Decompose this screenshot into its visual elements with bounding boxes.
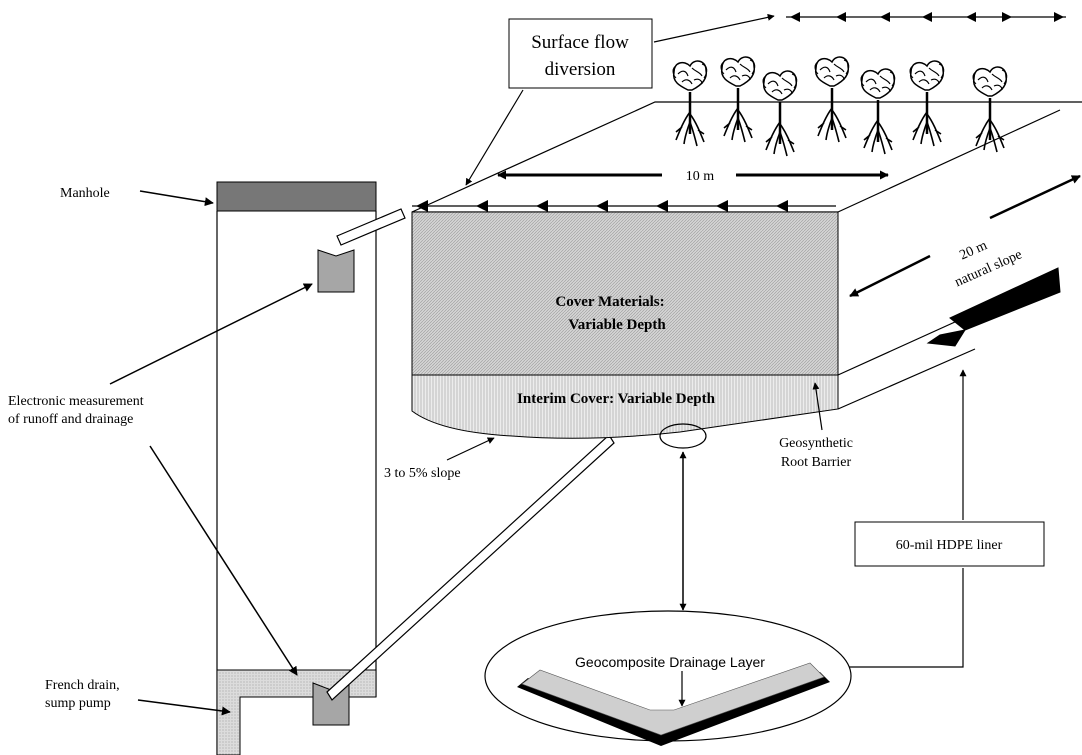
cover-materials-label-1: Cover Materials: (555, 294, 664, 310)
hdpe-label-box (854, 521, 1045, 567)
liner-detail (517, 672, 830, 746)
cover-materials-label-2: Variable Depth (568, 317, 666, 333)
french-drain-pad (216, 669, 377, 755)
drainage-pipe (326, 434, 615, 701)
interim-cover-layer (411, 374, 839, 439)
manhole-label: Manhole (60, 186, 110, 201)
electronic-leader-up (109, 283, 313, 385)
geosynthetic-label-2: Root Barrier (781, 455, 852, 470)
ten-m-label: 10 m (686, 169, 715, 184)
surface-flow-leader-top (653, 13, 775, 43)
runoff-bucket (317, 249, 355, 293)
surface-runoff-pipe (336, 208, 406, 246)
slope-label: 3 to 5% slope (384, 466, 461, 481)
french-drain-leader (137, 699, 231, 716)
twenty-m-label: 20 m (958, 238, 990, 263)
cell-side-face (837, 109, 1061, 410)
hdpe-label: 60-mil HDPE liner (896, 538, 1003, 553)
manhole-cap (216, 181, 377, 212)
manhole-leader (139, 190, 214, 207)
geocomposite-label: Geocomposite Drainage Layer (575, 654, 765, 670)
geosynthetic-label-1: Geosynthetic (779, 436, 853, 451)
cover-materials-layer (411, 211, 839, 376)
surface-flow-box (508, 18, 653, 89)
surface-flow-label-1: Surface flow (531, 32, 629, 53)
slope-leader (446, 437, 495, 461)
electronic-leader-down (149, 445, 298, 676)
vegetation-plants (671, 55, 1009, 158)
twenty-m-arrow-up (989, 174, 1081, 220)
geosynthetic-leader (812, 382, 823, 431)
surface-flow-arrows-front (412, 200, 836, 212)
twenty-m-arrow-down (849, 254, 931, 298)
french-drain-label-1: French drain, (45, 678, 120, 693)
electronic-label-2: of runoff and drainage (8, 412, 133, 427)
french-drain-label-2: sump pump (45, 696, 111, 711)
geocomposite-detail (521, 662, 825, 736)
surface-flow-arrows-top (786, 12, 1066, 22)
hdpe-liner-side (926, 267, 1061, 347)
cell-top-surface (411, 101, 1082, 213)
electronic-label-1: Electronic measurement (8, 394, 144, 409)
surface-flow-label-2: diversion (545, 59, 616, 80)
sump-marker-ellipse (659, 423, 707, 449)
interim-cover-label: Interim Cover: Variable Depth (517, 391, 716, 407)
surface-flow-leader-front (465, 89, 524, 186)
